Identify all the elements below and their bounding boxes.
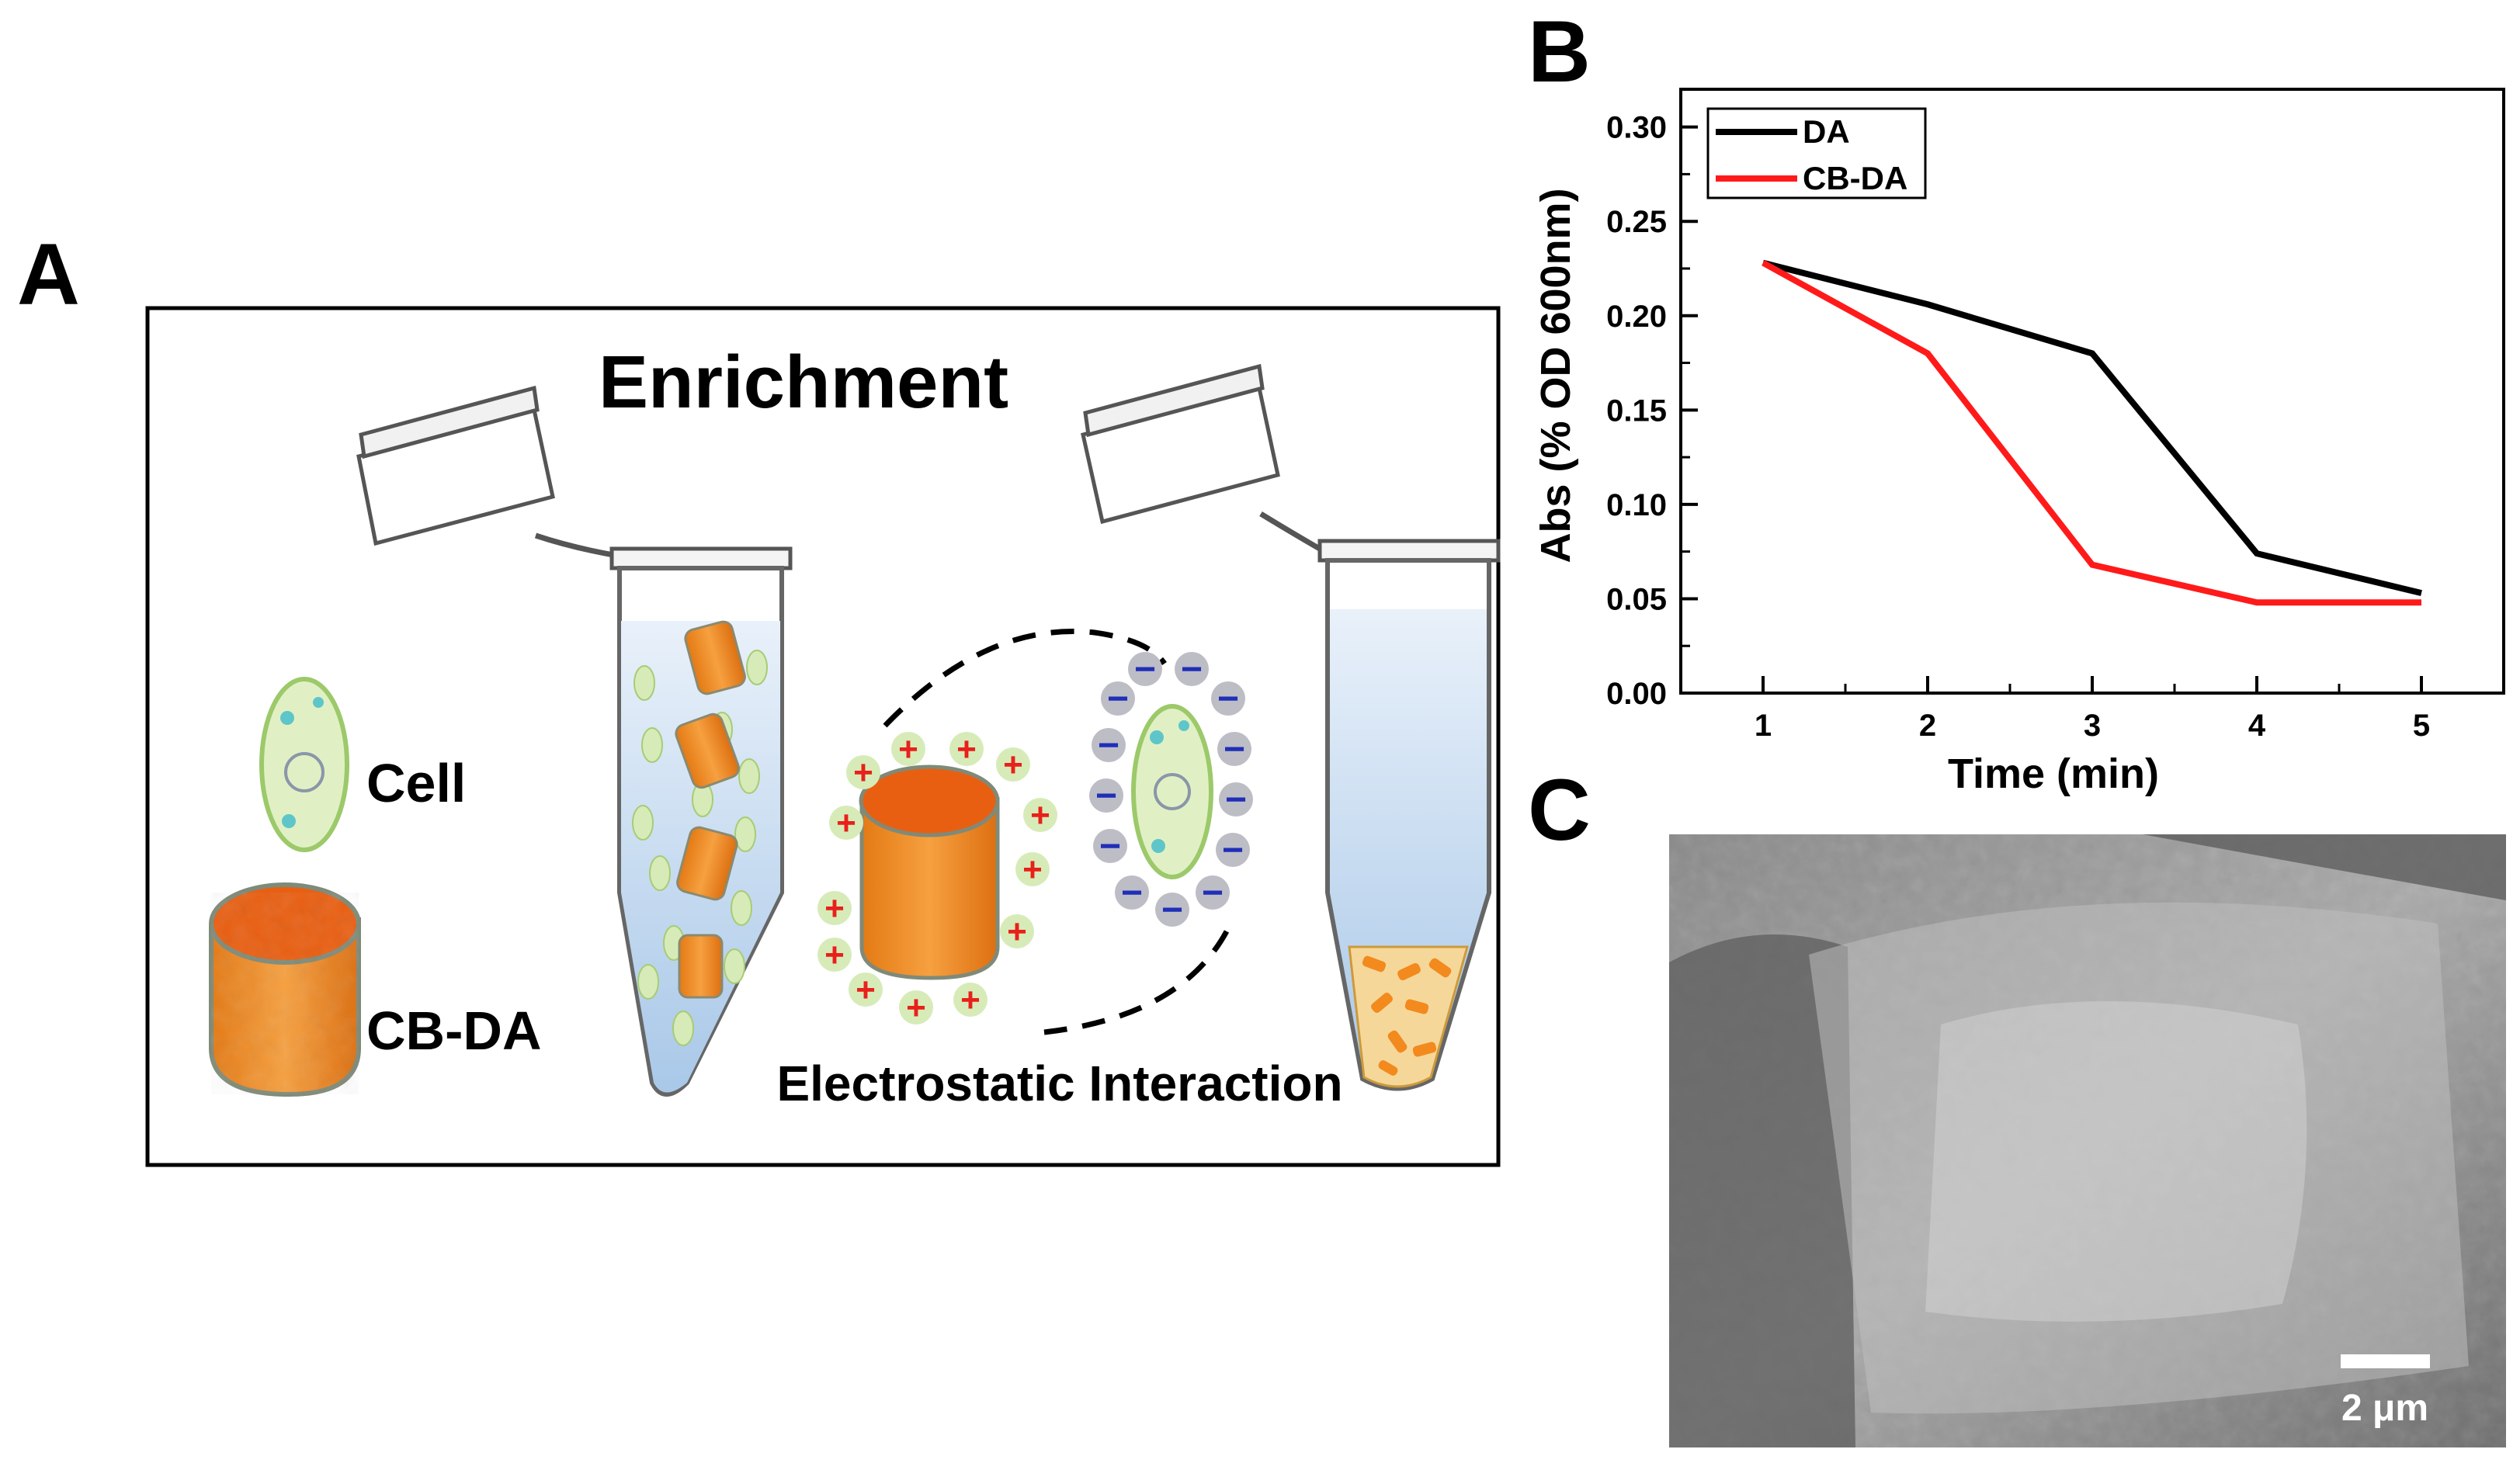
legend-box xyxy=(1706,107,1927,199)
tube-mixing-particles xyxy=(675,620,746,999)
x-axis-label: Time (min) xyxy=(1948,751,2159,797)
plus-sign: + xyxy=(956,730,977,768)
legend-cbda-label: CB-DA xyxy=(366,1000,542,1061)
tube-enriched-pellet xyxy=(1348,945,1469,1088)
minus-sign: − xyxy=(1222,830,1244,871)
plus-sign: + xyxy=(906,989,926,1027)
tube-mixing xyxy=(356,385,793,1097)
series-line-cb-da xyxy=(1762,260,2421,606)
minus-sign: − xyxy=(1107,678,1129,719)
minus-sign: − xyxy=(1098,725,1119,766)
minus-sign: − xyxy=(1224,729,1245,770)
plus-sign: + xyxy=(836,804,856,842)
minus-sign: − xyxy=(1099,826,1121,867)
interaction-cbda-particle xyxy=(859,764,1000,980)
panel-a-title: Enrichment xyxy=(599,341,1008,424)
legend-label: DA xyxy=(1803,113,1850,150)
minus-sign: − xyxy=(1121,872,1143,914)
tube-enriched-cap xyxy=(1081,363,1325,554)
minus-sign: − xyxy=(1202,872,1224,914)
plus-sign: + xyxy=(1003,746,1023,784)
legend-cbda-icon xyxy=(209,882,361,1097)
scalebar xyxy=(2341,1354,2430,1368)
sem-image xyxy=(1669,834,2506,1447)
minus-sign: − xyxy=(1134,649,1156,690)
interaction-minus-ring: − − − − − − − − − − − − − xyxy=(1089,649,1253,931)
plus-sign: + xyxy=(1030,796,1050,834)
legend-cell-icon xyxy=(259,677,349,852)
panel-a: A Enrichment Cell CB-DA xyxy=(17,226,1501,1167)
interaction-diagram: + + + + + + + + + + + + + xyxy=(817,629,1253,1035)
y-tick-label: 0.25 xyxy=(1606,205,1667,239)
legend-label: CB-DA xyxy=(1803,160,1907,196)
x-tick-label: 2 xyxy=(1919,709,1936,743)
plus-sign: + xyxy=(824,889,845,927)
panel-c-letter: C xyxy=(1528,761,1591,858)
plus-sign: + xyxy=(853,754,873,792)
plus-sign: + xyxy=(960,981,981,1019)
x-tick-label: 1 xyxy=(1755,709,1772,743)
plus-sign: + xyxy=(1007,913,1027,951)
tube-enriched xyxy=(1081,363,1501,1091)
plus-sign: + xyxy=(856,971,876,1009)
minus-sign: − xyxy=(1095,775,1117,816)
plus-sign: + xyxy=(898,730,918,768)
y-tick-label: 0.15 xyxy=(1606,393,1667,428)
minus-sign: − xyxy=(1225,779,1247,820)
y-tick-label: 0.05 xyxy=(1606,582,1667,616)
plus-sign: + xyxy=(1022,851,1043,889)
panel-c: C 2 μm xyxy=(1528,761,2506,1447)
plus-sign: + xyxy=(824,936,845,974)
x-tick-label: 4 xyxy=(2248,709,2266,743)
minus-sign: − xyxy=(1181,649,1203,690)
minus-sign: − xyxy=(1217,678,1239,719)
y-axis-label: Abs (% OD 600nm) xyxy=(1532,188,1579,563)
y-tick-label: 0.20 xyxy=(1606,300,1667,334)
y-tick-label: 0.10 xyxy=(1606,488,1667,522)
scalebar-label: 2 μm xyxy=(2341,1388,2428,1429)
x-tick-label: 5 xyxy=(2413,709,2430,743)
tube-mixing-cap xyxy=(356,385,614,558)
interaction-cell xyxy=(1131,704,1213,879)
y-tick-label: 0.00 xyxy=(1606,677,1667,711)
panel-b-letter: B xyxy=(1528,3,1591,100)
panel-a-letter: A xyxy=(17,226,80,323)
legend-cell-label: Cell xyxy=(366,753,466,813)
series-line-da xyxy=(1762,259,2422,597)
y-tick-label: 0.30 xyxy=(1606,111,1667,145)
interaction-label: Electrostatic Interaction xyxy=(776,1056,1342,1111)
panel-b: B 0.00 0.05 0.10 0.15 0.20 0.25 0.30 1 2 3 4 5Time … xyxy=(1528,3,2505,797)
minus-sign: − xyxy=(1161,889,1183,931)
interaction-plus-ring: + + + + + + + + + + + + + xyxy=(817,730,1057,1027)
x-tick-label: 3 xyxy=(2084,709,2101,743)
